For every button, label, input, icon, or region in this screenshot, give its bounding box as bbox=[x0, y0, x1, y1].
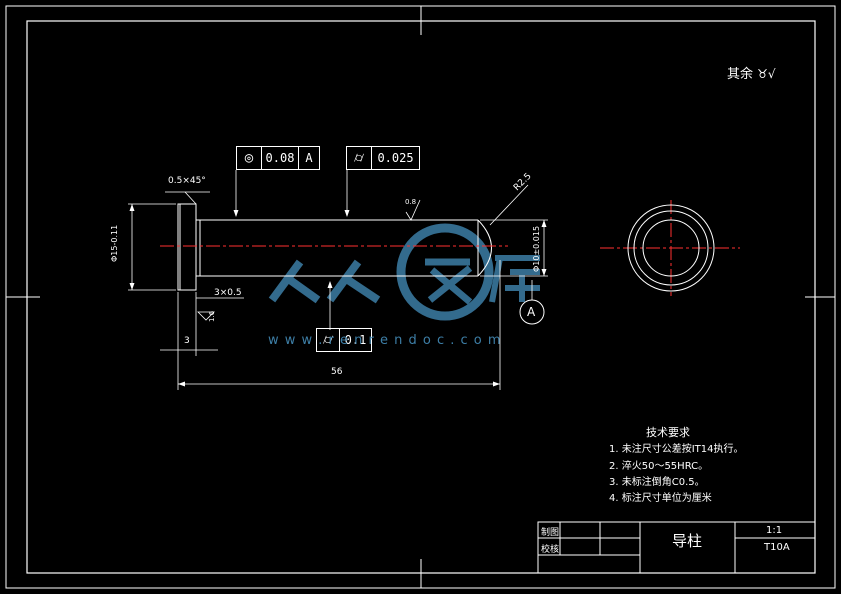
cylindricity-bottom-value: 0.1 bbox=[344, 333, 367, 347]
part-name: 导柱 bbox=[672, 532, 703, 550]
checked-label: 校核 bbox=[541, 545, 560, 555]
roughness-icon: ♉√ bbox=[757, 67, 776, 81]
datum-label: A bbox=[527, 305, 536, 319]
head-length-dimension: 3 bbox=[184, 336, 190, 346]
tech-requirement-2: 2. 淬火50～55HRC。 bbox=[609, 461, 709, 472]
chamfer-dimension: 0.5×45° bbox=[168, 176, 206, 186]
arrowheads bbox=[129, 204, 547, 387]
cylindricity-icon: ⌭ bbox=[347, 147, 372, 169]
roughness-note: 其余 ♉√ bbox=[727, 63, 776, 82]
tech-requirement-1: 1. 未注尺寸公差按IT14执行。 bbox=[609, 444, 744, 455]
cylindricity-top-value: 0.025 bbox=[377, 151, 414, 165]
concentricity-icon: ◎ bbox=[237, 147, 262, 169]
concentricity-datum: A bbox=[305, 151, 313, 165]
roughness-top-value: 0.8 bbox=[405, 198, 417, 206]
datum-circle bbox=[519, 299, 545, 325]
title-block-lines bbox=[537, 521, 816, 574]
shaft-diameter-dimension: Φ10±0.015 bbox=[532, 225, 541, 272]
undercut-dimension: 3×0.5 bbox=[214, 288, 242, 298]
side-view bbox=[627, 204, 715, 292]
material-value: T10A bbox=[764, 542, 790, 553]
part-outline bbox=[177, 203, 492, 291]
centering-marks bbox=[6, 6, 835, 588]
head-diameter-dimension: Φ15-0.11 bbox=[110, 224, 119, 262]
watermark-graphic bbox=[268, 223, 540, 321]
roughness-note-text: 其余 bbox=[727, 67, 754, 82]
tolerance-frame-cylindricity-bottom: ⌭ 0.1 bbox=[316, 328, 372, 352]
tolerance-frame-concentricity: ◎ 0.08 A bbox=[236, 146, 320, 170]
roughness-left-value: 1.6 bbox=[208, 310, 216, 322]
cylindricity-bottom-icon: ⌭ bbox=[317, 329, 340, 351]
tolerance-frame-cylindricity-top: ⌭ 0.025 bbox=[346, 146, 420, 170]
tech-requirement-3: 3. 未标注倒角C0.5。 bbox=[609, 477, 705, 488]
scale-value: 1:1 bbox=[766, 525, 783, 536]
tech-requirement-4: 4. 标注尺寸单位为厘米 bbox=[609, 493, 712, 504]
tech-requirements-title: 技术要求 bbox=[646, 426, 690, 439]
watermark-url: w w w . r e n r e n d o c . c o m bbox=[268, 333, 502, 348]
centerlines bbox=[160, 200, 740, 296]
drawn-label: 制图 bbox=[541, 528, 560, 538]
dimension-lines bbox=[128, 170, 548, 390]
concentricity-value: 0.08 bbox=[262, 147, 299, 169]
total-length-dimension: 56 bbox=[331, 367, 343, 377]
